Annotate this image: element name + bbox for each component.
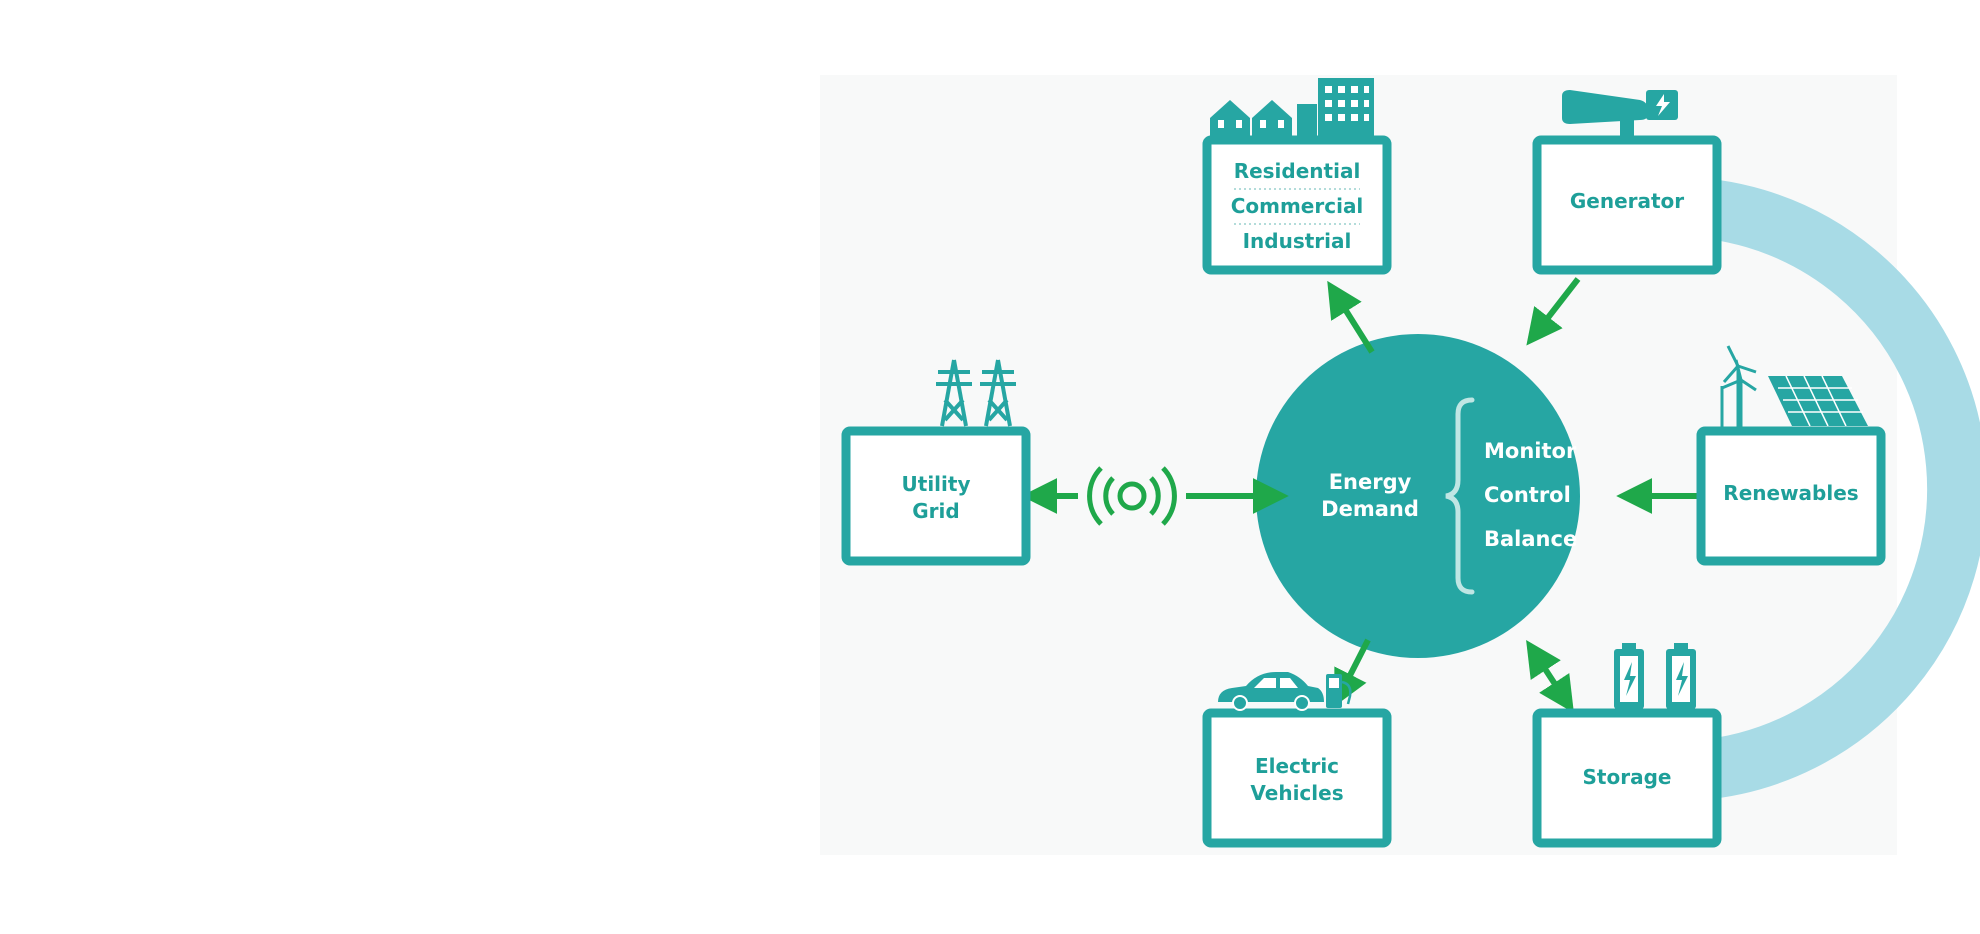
battery-icon: [1614, 643, 1696, 709]
brace: [1445, 397, 1475, 595]
electric-vehicles-box: [1202, 708, 1392, 848]
buildings-label-commercial: Commercial: [1231, 194, 1364, 218]
buildings-label-residential: Residential: [1234, 159, 1361, 183]
buildings-label-industrial: Industrial: [1243, 229, 1352, 253]
buildings-label-dividers: [1234, 188, 1360, 225]
electric-vehicles-label-line-2: Vehicles: [1250, 781, 1343, 805]
utility-grid-label-line-1: Utility: [902, 472, 971, 496]
storage-label: Storage: [1583, 765, 1672, 789]
arrow-from-generator: [1526, 277, 1581, 346]
energy-demand-circle: [1256, 334, 1580, 658]
utility-grid-label-line-2: Grid: [912, 499, 959, 523]
arrow-to-electric-vehicles: [1334, 638, 1371, 707]
center-function-balance: Balance: [1484, 527, 1577, 551]
center-label-line-1: Energy: [1329, 470, 1412, 494]
buildings-icon: [1210, 78, 1374, 136]
center-label-line-2: Demand: [1321, 497, 1419, 521]
renewable-flow-arc: [1647, 176, 1980, 800]
power-pylon-icon: [936, 359, 1016, 427]
generator-label: Generator: [1570, 189, 1684, 213]
wireless-signal-icon: [1087, 466, 1177, 526]
electric-vehicles-label-line-1: Electric: [1255, 754, 1339, 778]
wind-solar-icon: [1720, 345, 1868, 428]
generator-icon: [1562, 90, 1678, 140]
ev-charging-icon: [1218, 672, 1352, 711]
utility-grid-box: [841, 426, 1031, 566]
arrow-storage: [1526, 639, 1574, 714]
storage-box: [1532, 708, 1722, 848]
center-function-monitor: Monitor: [1484, 439, 1577, 463]
renewables-box: [1696, 426, 1886, 566]
arrow-to-buildings: [1327, 280, 1375, 354]
renewables-label: Renewables: [1723, 481, 1858, 505]
buildings-box: [1202, 135, 1392, 275]
center-function-control: Control: [1484, 483, 1571, 507]
